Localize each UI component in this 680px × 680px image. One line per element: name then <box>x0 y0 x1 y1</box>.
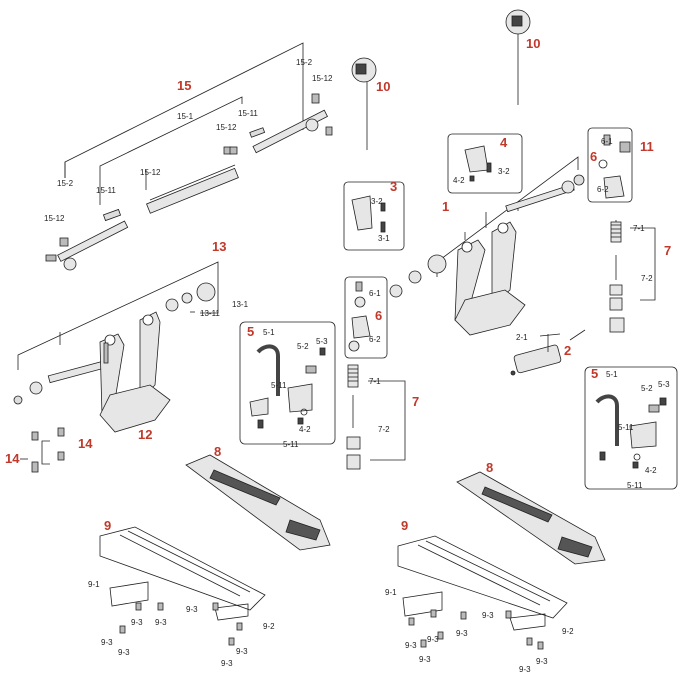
label-6-2-top: 6-2 <box>597 185 609 194</box>
callout-4: 4 <box>500 135 508 150</box>
callout-3: 3 <box>390 179 398 194</box>
label-7-1-right: 7-1 <box>633 224 645 233</box>
callout-6-middle: 6 <box>375 308 383 323</box>
callout-9-right: 9 <box>401 518 409 533</box>
baseplate-9-right <box>397 535 568 631</box>
callout-8-left: 8 <box>214 444 222 459</box>
label-9-2-right: 9-2 <box>562 627 574 636</box>
frame-12 <box>99 311 171 433</box>
main-frame-1 <box>389 156 585 336</box>
label-13-11: 13-11 <box>200 309 220 318</box>
hinge-2 <box>510 329 586 376</box>
label-9-3-right-f: 9-3 <box>536 657 548 666</box>
label-5-11-middle-a: 5-11 <box>271 381 287 390</box>
callout-15: 15 <box>177 78 192 93</box>
label-9-3-right-b: 9-3 <box>456 629 468 638</box>
label-9-3-left-b: 9-3 <box>155 618 167 627</box>
label-9-3-right-g: 9-3 <box>519 665 531 674</box>
drive-shaft-assembly-15 <box>45 42 333 271</box>
callout-10-a: 10 <box>376 79 391 94</box>
label-9-3-right-e: 9-3 <box>419 655 431 664</box>
label-9-3-left-a: 9-3 <box>131 618 143 627</box>
label-9-1-left: 9-1 <box>88 580 100 589</box>
label-5-3-middle: 5-3 <box>316 337 328 346</box>
chain-assembly-5 <box>239 321 336 445</box>
label-5-3-right: 5-3 <box>658 380 670 389</box>
callout-11: 11 <box>640 139 654 154</box>
screws-9-3 <box>119 602 544 650</box>
chain-assembly-5-right <box>584 366 678 490</box>
label-5-11-middle-b: 5-11 <box>283 440 299 449</box>
label-5-1-right: 5-1 <box>606 370 618 379</box>
label-9-2-left: 9-2 <box>263 622 275 631</box>
label-5-11-right-a: 5-11 <box>618 423 634 432</box>
label-3-2: 3-2 <box>371 197 383 206</box>
callout-1: 1 <box>442 199 450 214</box>
label-15-2-left: 15-2 <box>57 179 74 188</box>
callout-13: 13 <box>212 239 227 254</box>
label-15-12-center: 15-12 <box>140 168 161 177</box>
label-15-12-top: 15-12 <box>312 74 333 83</box>
part-6-11 <box>587 127 633 203</box>
label-9-1-right: 9-1 <box>385 588 397 597</box>
label-9-3-left-f: 9-3 <box>236 647 248 656</box>
callout-6-top: 6 <box>590 149 598 164</box>
label-15-2-top: 15-2 <box>296 58 313 67</box>
label-13-1: 13-1 <box>232 300 249 309</box>
cam-3 <box>343 181 405 251</box>
label-5-1-middle: 5-1 <box>263 328 275 337</box>
footboard-8-right <box>456 471 606 565</box>
shaft-13 <box>13 261 219 405</box>
part-6-middle <box>344 276 388 359</box>
callout-7-right: 7 <box>664 243 672 258</box>
beater-10 <box>351 9 531 150</box>
callout-14-right: 14 <box>78 436 93 451</box>
footboard-8-left <box>185 454 331 551</box>
screws-14 <box>20 427 65 473</box>
callout-5-middle: 5 <box>247 324 255 339</box>
label-15-11-top: 15-11 <box>238 109 258 118</box>
label-5-11-right-b: 5-11 <box>627 481 643 490</box>
callout-5-right: 5 <box>591 366 599 381</box>
label-7-1-middle: 7-1 <box>369 377 381 386</box>
label-4-2-middle: 4-2 <box>299 425 311 434</box>
label-9-3-right-a: 9-3 <box>482 611 494 620</box>
label-6-2-middle: 6-2 <box>369 335 381 344</box>
callout-9-left: 9 <box>104 518 112 533</box>
callout-7-middle: 7 <box>412 394 420 409</box>
spring-7-right <box>609 220 656 333</box>
callout-2: 2 <box>564 343 572 358</box>
label-4-2-top: 4-2 <box>453 176 465 185</box>
label-9-3-left-c: 9-3 <box>186 605 198 614</box>
label-5-2-right: 5-2 <box>641 384 653 393</box>
label-9-3-right-d: 9-3 <box>405 641 417 650</box>
label-15-1: 15-1 <box>177 112 194 121</box>
label-9-3-left-e: 9-3 <box>118 648 130 657</box>
label-6-1-top: 6-1 <box>601 137 613 146</box>
callout-8-right: 8 <box>486 460 494 475</box>
label-9-3-left-d: 9-3 <box>101 638 113 647</box>
label-9-3-left-g: 9-3 <box>221 659 233 668</box>
label-7-2-middle: 7-2 <box>378 425 390 434</box>
spring-7-middle <box>346 364 406 470</box>
label-15-12-left: 15-12 <box>44 214 65 223</box>
label-3-2-part4: 3-2 <box>498 167 510 176</box>
label-15-11-left: 15-11 <box>96 186 116 195</box>
part-4 <box>447 133 523 194</box>
label-3-1: 3-1 <box>378 234 390 243</box>
label-6-1-middle: 6-1 <box>369 289 381 298</box>
callout-14-left: 14 <box>5 451 20 466</box>
label-4-2-right: 4-2 <box>645 466 657 475</box>
label-9-3-right-c: 9-3 <box>427 635 439 644</box>
callout-12: 12 <box>138 427 153 442</box>
baseplate-9-left <box>99 526 266 621</box>
label-5-2-middle: 5-2 <box>297 342 309 351</box>
callout-10-b: 10 <box>526 36 541 51</box>
label-7-2-right: 7-2 <box>641 274 653 283</box>
label-2-1: 2-1 <box>516 333 528 342</box>
label-15-12-mid: 15-12 <box>216 123 237 132</box>
